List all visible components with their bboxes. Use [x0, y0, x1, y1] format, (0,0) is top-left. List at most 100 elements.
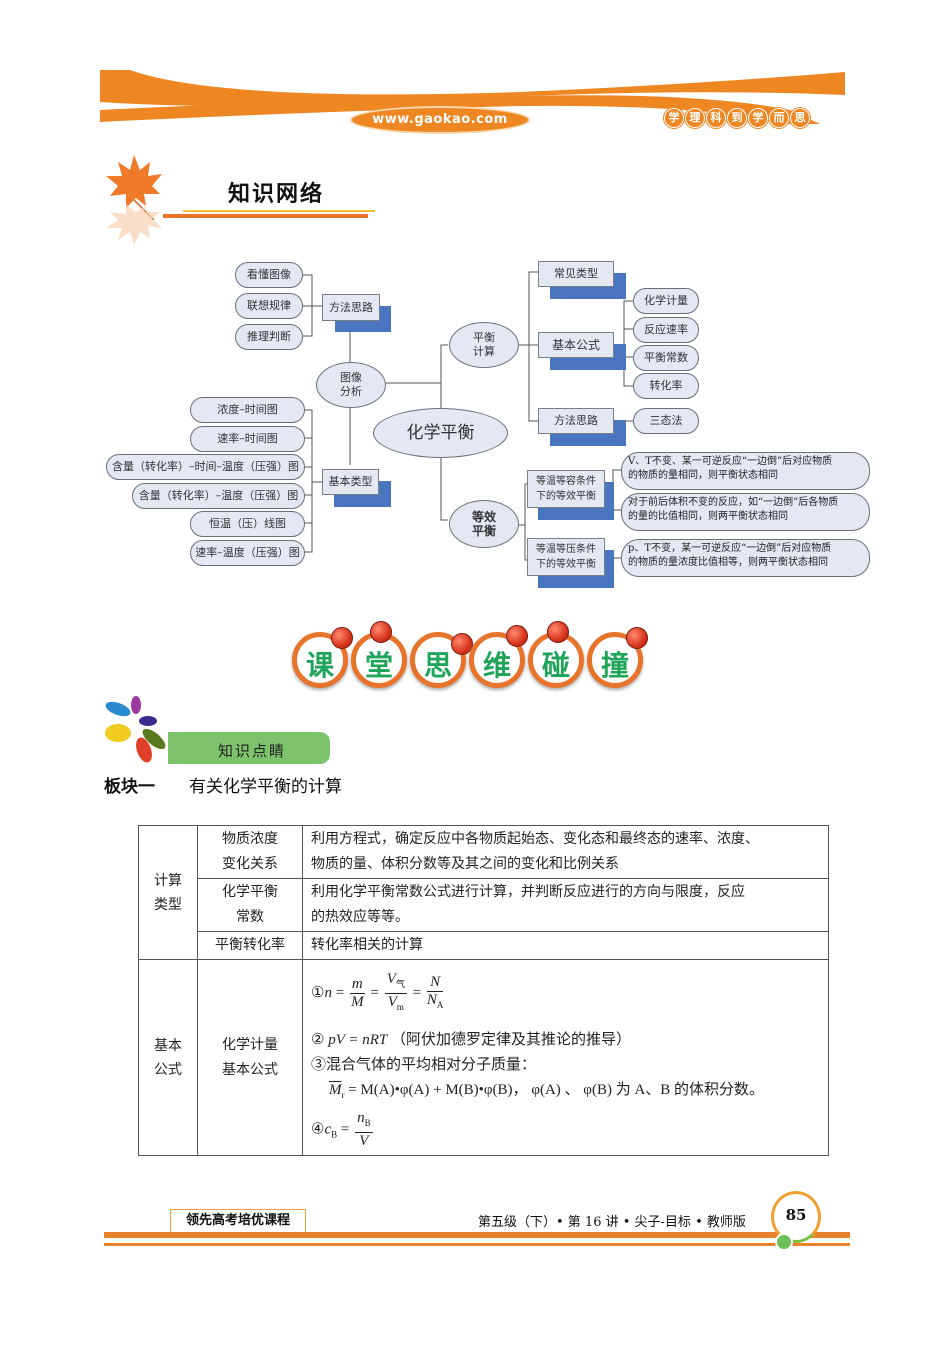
banner-coin: 撞: [587, 627, 648, 688]
banner-char: 碰: [541, 649, 570, 682]
cell-line: 化学平衡: [222, 884, 278, 900]
mindmap-node-equivalent-equilibrium: 等效平衡: [449, 500, 519, 548]
note-line: 对于前后体积不变的反应，如“一边倒”后各物质: [628, 497, 839, 508]
banner-coin: 思: [410, 632, 473, 688]
node-line: 计算: [473, 345, 495, 358]
title-underline: [183, 210, 375, 212]
group-label-calc-types: 计算类型: [138, 825, 198, 960]
mindmap-node-equilibrium-calc: 平衡计算: [449, 322, 519, 368]
type-cell: 化学平衡常数: [197, 878, 303, 932]
mindmap-node: 基本公式: [538, 332, 614, 358]
cell-line: 利用化学平衡常数公式进行计算，并判断反应进行的方向与限度，反应: [311, 884, 745, 900]
cell-line: 利用方程式，确定反应中各物质起始态、变化态和最终态的速率、浓度、: [311, 831, 759, 847]
block-number: 板块一: [104, 777, 155, 797]
node-line: 图像: [340, 371, 362, 384]
banner-char: 撞: [600, 649, 629, 682]
cell-line: 物质浓度: [222, 831, 278, 847]
note-line: 的物质的量浓度比值相等，则两平衡状态相同: [628, 557, 828, 568]
banner-coin: 课: [292, 627, 353, 688]
mindmap-node: 转化率: [633, 373, 699, 399]
red-ball-icon: [626, 627, 648, 649]
classroom-banner: 课 堂 思 维 碰 撞: [292, 621, 648, 688]
cell-line: 化学计量: [222, 1036, 278, 1053]
node-line: 下的等效平衡: [536, 559, 596, 570]
cell-line: 的热效应等等。: [311, 909, 409, 925]
mean-molar-mass-equation: M(A)•φ(A) + M(B)•φ(B)，: [360, 1082, 528, 1098]
type-cell: 平衡转化率: [197, 931, 303, 960]
banner-char: 维: [482, 649, 511, 682]
note-line: p、T不变，某一可逆反应“一边倒”后对应物质: [628, 543, 832, 554]
site-url-badge: www.gaokao.com: [350, 106, 530, 134]
node-line: 平衡: [473, 331, 495, 344]
mindmap-node: 浓度–时间图: [190, 397, 305, 423]
formula-3: Mr = M(A)•φ(A) + M(B)•φ(B)， φ(A) 、 φ(B) …: [329, 1082, 765, 1100]
group-label-basic-formulas: 基本公式: [138, 959, 198, 1156]
mindmap-node: 含量（转化率）–温度（压强）图: [132, 483, 305, 509]
knowledge-tag: 知识点睛: [218, 742, 287, 760]
formula-number: ②: [311, 1032, 325, 1048]
node-line: 等温等容条件: [536, 476, 596, 487]
desc-cell: 利用方程式，确定反应中各物质起始态、变化态和最终态的速率、浓度、物质的量、体积分…: [302, 825, 829, 879]
motto-char: 思: [790, 108, 810, 128]
node-line: 等效: [471, 510, 496, 524]
banner-char: 堂: [364, 649, 393, 682]
mindmap-node: 看懂图像: [235, 262, 303, 288]
maple-leaf-icon: [106, 155, 162, 245]
petals-icon: [105, 696, 166, 763]
mindmap-node-image-analysis: 图像分析: [316, 362, 386, 408]
mindmap-node-method: 方法思路: [322, 294, 380, 321]
cell-line: 类型: [154, 896, 182, 913]
mindmap-node: 方法思路: [538, 408, 614, 434]
formula-number: ①: [311, 984, 325, 1001]
page-number: 85: [785, 1206, 807, 1224]
mindmap-node-const-pt: 等温等压条件 下的等效平衡: [527, 538, 605, 576]
red-ball-icon: [506, 625, 528, 647]
formula-note: （阿伏加德罗定律及其推论的推导）: [390, 1032, 631, 1048]
mindmap-note: V、T不变、某一可逆反应“一边倒”后对应物质 的物质的量相同，则平衡状态相同: [621, 452, 870, 490]
mindmap-node: 平衡常数: [633, 345, 699, 371]
mindmap-node-const-vt: 等温等容条件 下的等效平衡: [527, 470, 605, 508]
footer-bar: [104, 1232, 850, 1238]
banner-char: 课: [305, 649, 334, 682]
type-cell: 化学计量基本公式: [197, 959, 303, 1156]
green-dot-icon: [775, 1233, 793, 1251]
node-line: 下的等效平衡: [536, 491, 596, 502]
cell-line: 基本公式: [222, 1061, 278, 1078]
footer-course-tag: 领先高考培优课程: [170, 1209, 306, 1233]
banner-coin: 堂: [351, 621, 407, 688]
cell-line: 计算: [154, 872, 182, 889]
mindmap-node: 恒温（压）线图: [190, 511, 305, 537]
banner-coin: 维: [469, 625, 528, 688]
formula-2: ② pV = nRT （阿伏加德罗定律及其推论的推导）: [311, 1028, 820, 1053]
cell-line: 常数: [236, 909, 264, 925]
note-line: V、T不变、某一可逆反应“一边倒”后对应物质: [628, 456, 833, 467]
motto-char: 科: [706, 108, 726, 128]
motto-char: 到: [727, 108, 747, 128]
mindmap-note: 对于前后体积不变的反应，如“一边倒”后各物质 的量的比值相同，则两平衡状态相同: [621, 493, 870, 531]
mindmap-node: 三态法: [633, 408, 699, 434]
mindmap-node: 含量（转化率）–时间–温度（压强）图: [106, 454, 305, 480]
cell-line: 物质的量、体积分数等及其之间的变化和比例关系: [311, 856, 619, 872]
node-line: 平衡: [471, 524, 496, 538]
note-line: 的物质的量相同，则平衡状态相同: [628, 470, 778, 481]
motto-char: 而: [769, 108, 789, 128]
red-ball-icon: [547, 621, 569, 643]
mindmap-node: 速率–温度（压强）图: [190, 540, 305, 566]
cell-line: 变化关系: [222, 856, 278, 872]
motto-char: 学: [664, 108, 684, 128]
formula-3-title: ③混合气体的平均相对分子质量：: [311, 1057, 537, 1073]
mindmap-node: 常见类型: [538, 261, 614, 287]
formula-number: ④: [311, 1121, 325, 1138]
footer-text: 第五级（下）• 第 16 讲 • 尖子-目标 • 教师版: [478, 1215, 746, 1230]
cell-line: 基本: [154, 1037, 182, 1054]
section-title: 知识网络: [228, 182, 325, 207]
mindmap-node: 推理判断: [235, 324, 303, 350]
calculation-table: 计算类型 物质浓度变化关系 利用方程式，确定反应中各物质起始态、变化态和最终态的…: [138, 825, 829, 1156]
formula-note: φ(A) 、 φ(B) 为 A、B 的体积分数。: [531, 1082, 765, 1098]
mindmap-node: 速率–时间图: [190, 426, 305, 452]
footer-bar-thin: [104, 1243, 850, 1246]
title-underline-thick: [163, 214, 368, 218]
